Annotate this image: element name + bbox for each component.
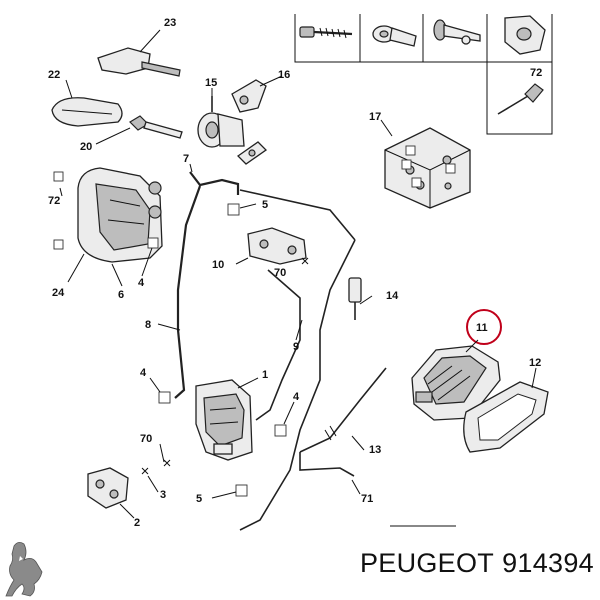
door-clip-icon [504, 15, 546, 55]
key-blade [129, 115, 183, 139]
lever-bracket [247, 227, 307, 265]
key-fob-cover [51, 97, 123, 127]
callout-4-left: 4 [140, 367, 147, 379]
callout-72-right: 72 [530, 67, 542, 79]
callout-9: 9 [293, 341, 299, 353]
key-blank [97, 47, 181, 77]
callout-15: 15 [205, 77, 217, 89]
callout-24: 24 [52, 287, 65, 299]
inner-door-handle [411, 345, 501, 421]
leader-clips [53, 171, 309, 475]
callout-6: 6 [118, 289, 124, 301]
callout-4-right: 4 [293, 391, 300, 403]
callout-13: 13 [369, 444, 381, 456]
callout-17: 17 [369, 111, 381, 123]
callout-8: 8 [145, 319, 151, 331]
fastener-table [294, 14, 553, 135]
callout-23: 23 [164, 17, 176, 29]
highlight-circle [466, 309, 502, 345]
callout-72-left: 72 [48, 195, 60, 207]
lock-lever [231, 79, 268, 165]
callout-numbers: 23 22 20 15 16 7 72 72 17 5 10 70 24 6 4… [48, 17, 542, 529]
clip-nut-icon [372, 25, 417, 47]
callout-20: 20 [80, 141, 92, 153]
door-lock-mechanism [158, 379, 287, 497]
flange-screw-icon [433, 19, 481, 45]
bracket-box-assembly [384, 127, 471, 209]
callout-22: 22 [48, 69, 60, 81]
callout-14: 14 [386, 290, 399, 302]
screw-icon [299, 26, 353, 39]
control-rods [174, 171, 356, 531]
callout-2: 2 [134, 517, 140, 529]
outer-door-handle [77, 167, 163, 263]
lock-cylinder [197, 96, 245, 148]
callout-4-upper: 4 [138, 277, 145, 289]
callout-3: 3 [160, 489, 166, 501]
callout-71: 71 [361, 493, 373, 505]
callout-16: 16 [278, 69, 290, 81]
leader-lines [59, 29, 537, 527]
switch-connector [348, 277, 362, 320]
callout-7: 7 [183, 153, 189, 165]
peugeot-lion-logo-icon [5, 542, 43, 597]
callout-70-top: 70 [274, 267, 286, 279]
callout-1: 1 [262, 369, 268, 381]
callout-10: 10 [212, 259, 224, 271]
release-cable [299, 367, 387, 477]
callout-11: 11 [476, 322, 488, 334]
push-pin-clip-icon [497, 83, 544, 115]
callout-5-bottom: 5 [196, 493, 202, 505]
callout-12: 12 [529, 357, 541, 369]
brand-name: PEUGEOT [359, 548, 495, 578]
callout-5-top: 5 [262, 199, 268, 211]
callout-70-bottom: 70 [140, 433, 152, 445]
inner-handle-bezel [463, 381, 549, 453]
lock-clip [87, 467, 129, 509]
part-number: 914394 [502, 548, 594, 578]
